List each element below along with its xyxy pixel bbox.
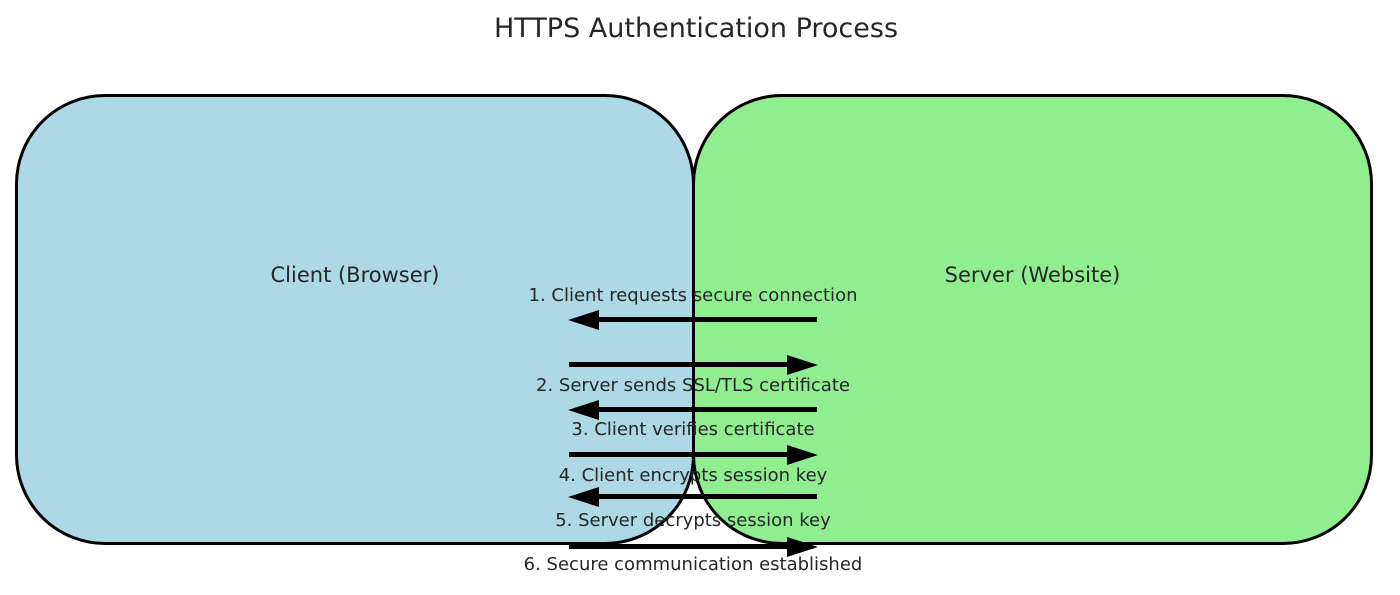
arrowhead-right-icon [787, 537, 818, 557]
client-box-label: Client (Browser) [270, 263, 440, 287]
diagram-title: HTTPS Authentication Process [493, 13, 899, 44]
step-3-label: 3. Client verifies certificate [571, 419, 815, 440]
step-1-label: 1. Client requests secure connection [528, 285, 858, 306]
arrow-shaft [569, 362, 798, 367]
arrow-shaft [569, 544, 798, 549]
arrow-shaft [588, 494, 817, 499]
arrowhead-left-icon [568, 487, 599, 507]
step-6-arrow [568, 537, 818, 557]
step-2-label: 2. Server sends SSL/TLS certificate [536, 375, 850, 396]
step-6-label: 6. Secure communication established [523, 554, 863, 575]
step-4-label: 4. Client encrypts session key [558, 465, 828, 486]
arrowhead-left-icon [568, 310, 599, 330]
step-5-label: 5. Server decrypts session key [555, 510, 831, 531]
arrowhead-right-icon [787, 355, 818, 375]
arrow-shaft [569, 452, 798, 457]
step-5-arrow [568, 487, 818, 507]
arrowhead-right-icon [787, 445, 818, 465]
arrow-shaft [588, 317, 817, 322]
step-2-arrow [568, 355, 818, 375]
step-1-arrow [568, 310, 818, 330]
arrowhead-left-icon [568, 400, 599, 420]
server-box-label: Server (Website) [944, 263, 1121, 287]
step-3-arrow [568, 400, 818, 420]
arrow-shaft [588, 407, 817, 412]
step-4-arrow [568, 445, 818, 465]
